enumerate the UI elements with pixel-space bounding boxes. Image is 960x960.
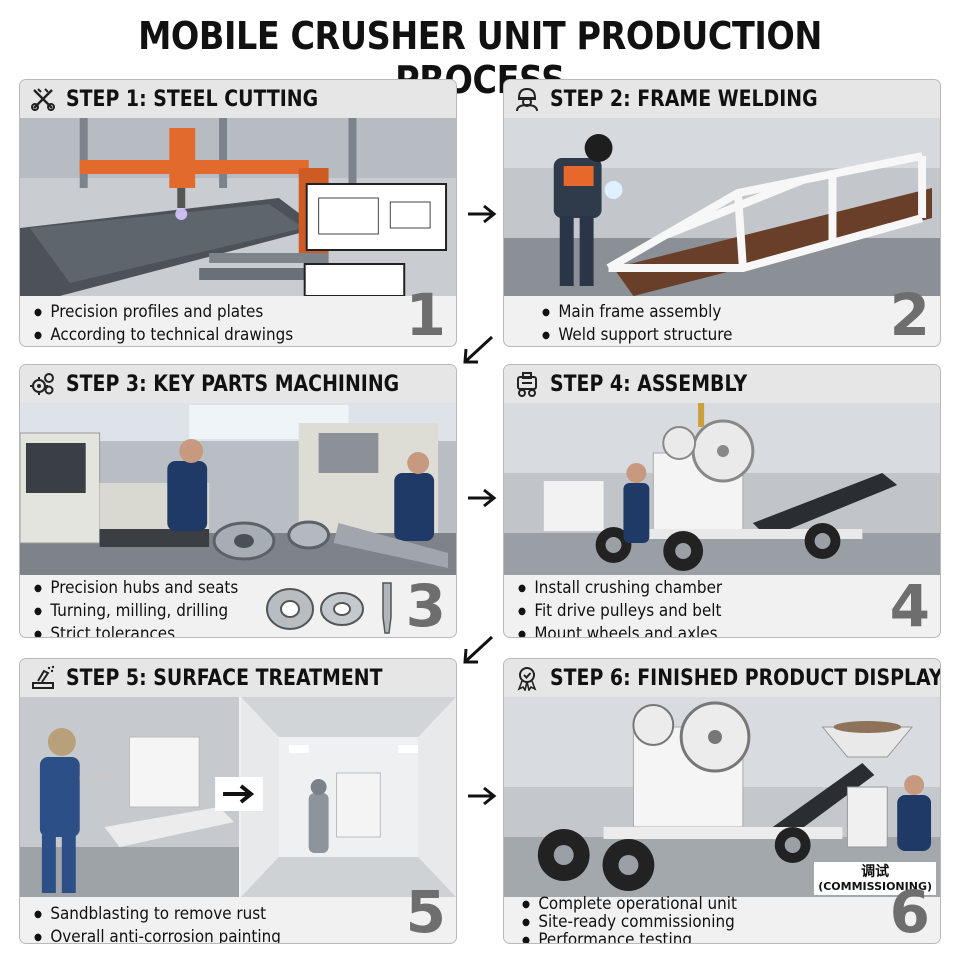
bullet-item: Precision hubs and seats	[34, 578, 238, 601]
step-2-number: 2	[889, 281, 930, 347]
arrow-step3-to-step4	[466, 486, 498, 510]
welder-icon	[516, 87, 538, 112]
step-4-title: STEP 4: ASSEMBLY	[550, 371, 748, 397]
bullet-item: Performance testing	[522, 931, 737, 943]
step-6-title: STEP 6: FINISHED PRODUCT DISPLAY	[550, 665, 941, 691]
cutting-tools-icon	[31, 88, 55, 111]
step-4-panel: STEP 4: ASSEMBLY Install crushing chambe…	[503, 364, 941, 638]
bullet-item: Weld support structure	[542, 325, 732, 346]
step-3-bullets: Precision hubs and seats Turning, millin…	[34, 578, 256, 637]
machining-photo	[20, 403, 456, 575]
badge-en-label: (COMMISSIONING)	[818, 880, 932, 893]
step-1-panel: STEP 1: STEEL CUTTING Precision profiles…	[19, 79, 457, 347]
arrow-step5-to-step6	[466, 784, 498, 808]
step-2-bullets: Main frame assembly Weld support structu…	[542, 302, 749, 346]
bullet-item: Turning, milling, drilling	[34, 601, 238, 624]
badge-cn-label: 调试	[861, 864, 890, 880]
steel-cutting-photo	[20, 118, 456, 296]
machined-parts-illustration	[266, 582, 392, 634]
step-4-bullets: Install crushing chamber Fit drive pulle…	[518, 578, 740, 637]
step-1-bullets: Precision profiles and plates According …	[34, 302, 316, 346]
bullet-item: Overall anti-corrosion painting	[34, 927, 281, 943]
step-6-panel: STEP 6: FINISHED PRODUCT DISPLAY 调	[503, 658, 941, 944]
bullet-item: Strict tolerances	[34, 624, 238, 637]
assembly-photo	[504, 403, 940, 575]
arrow-step4-to-step5	[460, 634, 496, 666]
crusher-machine-icon	[517, 372, 537, 397]
surface-treatment-photo	[20, 697, 456, 897]
step-5-title: STEP 5: SURFACE TREATMENT	[66, 665, 383, 691]
step-4-header: STEP 4: ASSEMBLY	[504, 365, 940, 403]
bullet-item: Precision profiles and plates	[34, 302, 293, 325]
step-5-bullets: Sandblasting to remove rust Overall anti…	[34, 904, 302, 943]
step-2-title: STEP 2: FRAME WELDING	[550, 86, 818, 112]
commissioning-badge: 调试 (COMMISSIONING)	[814, 862, 936, 895]
gears-icon	[30, 373, 54, 395]
finished-product-photo	[504, 697, 940, 897]
bullet-item: Mount wheels and axles	[518, 624, 722, 637]
bullet-item: Site-ready commissioning	[522, 913, 737, 932]
bullet-item: Complete operational unit	[522, 895, 737, 914]
step-5-header: STEP 5: SURFACE TREATMENT	[20, 659, 456, 697]
bullet-item: Fit drive pulleys and belt	[518, 601, 722, 624]
step-2-header: STEP 2: FRAME WELDING	[504, 80, 940, 118]
bullet-item: Install crushing chamber	[518, 578, 722, 601]
step-2-panel: STEP 2: FRAME WELDING Main frame ass	[503, 79, 941, 347]
step-1-title: STEP 1: STEEL CUTTING	[66, 86, 319, 112]
step-3-title: STEP 3: KEY PARTS MACHINING	[66, 371, 400, 397]
bullet-item: Sandblasting to remove rust	[34, 904, 281, 927]
bullet-item: Main frame assembly	[542, 302, 732, 325]
step-3-number: 3	[405, 572, 446, 638]
bullet-item: According to technical drawings	[34, 325, 293, 346]
step-1-header: STEP 1: STEEL CUTTING	[20, 80, 456, 118]
step-6-number: 6	[889, 878, 930, 944]
step-1-number: 1	[405, 281, 446, 347]
paint-spray-icon	[32, 665, 55, 689]
step-3-panel: STEP 3: KEY PARTS MACHINING Precision hu…	[19, 364, 457, 638]
step-5-number: 5	[405, 878, 446, 944]
arrow-step2-to-step3	[460, 334, 496, 366]
arrow-step1-to-step2	[466, 202, 498, 226]
frame-welding-photo	[504, 118, 940, 296]
step-6-header: STEP 6: FINISHED PRODUCT DISPLAY	[504, 659, 940, 697]
step-6-bullets: Complete operational unit Site-ready com…	[522, 895, 756, 943]
step-3-header: STEP 3: KEY PARTS MACHINING	[20, 365, 456, 403]
award-badge-icon	[517, 667, 537, 691]
step-4-number: 4	[889, 572, 930, 638]
step-5-panel: STEP 5: SURFACE TREATMENT Sandblas	[19, 658, 457, 944]
